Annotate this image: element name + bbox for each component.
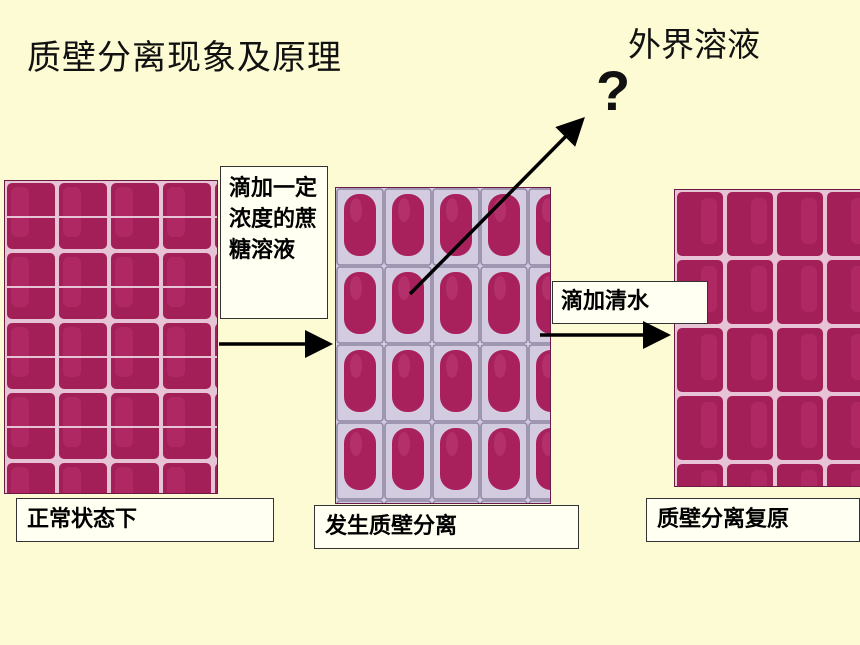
caption-normal: 正常状态下	[16, 498, 274, 542]
caption-recovery: 质壁分离复原	[646, 498, 860, 542]
caption-plasmolysis: 发生质壁分离	[314, 505, 579, 549]
outer-solution-label: 外界溶液	[628, 25, 760, 64]
recovered-cells-image	[674, 189, 860, 487]
normal-cells-image	[4, 180, 218, 494]
slide-title: 质壁分离现象及原理	[27, 38, 342, 78]
question-mark: ?	[596, 59, 631, 122]
add-water-step-label: 滴加清水	[552, 281, 708, 324]
add-sucrose-step-label: 滴加一定浓度的蔗糖溶液	[220, 166, 328, 319]
plasmolysis-cells-image	[335, 187, 551, 504]
